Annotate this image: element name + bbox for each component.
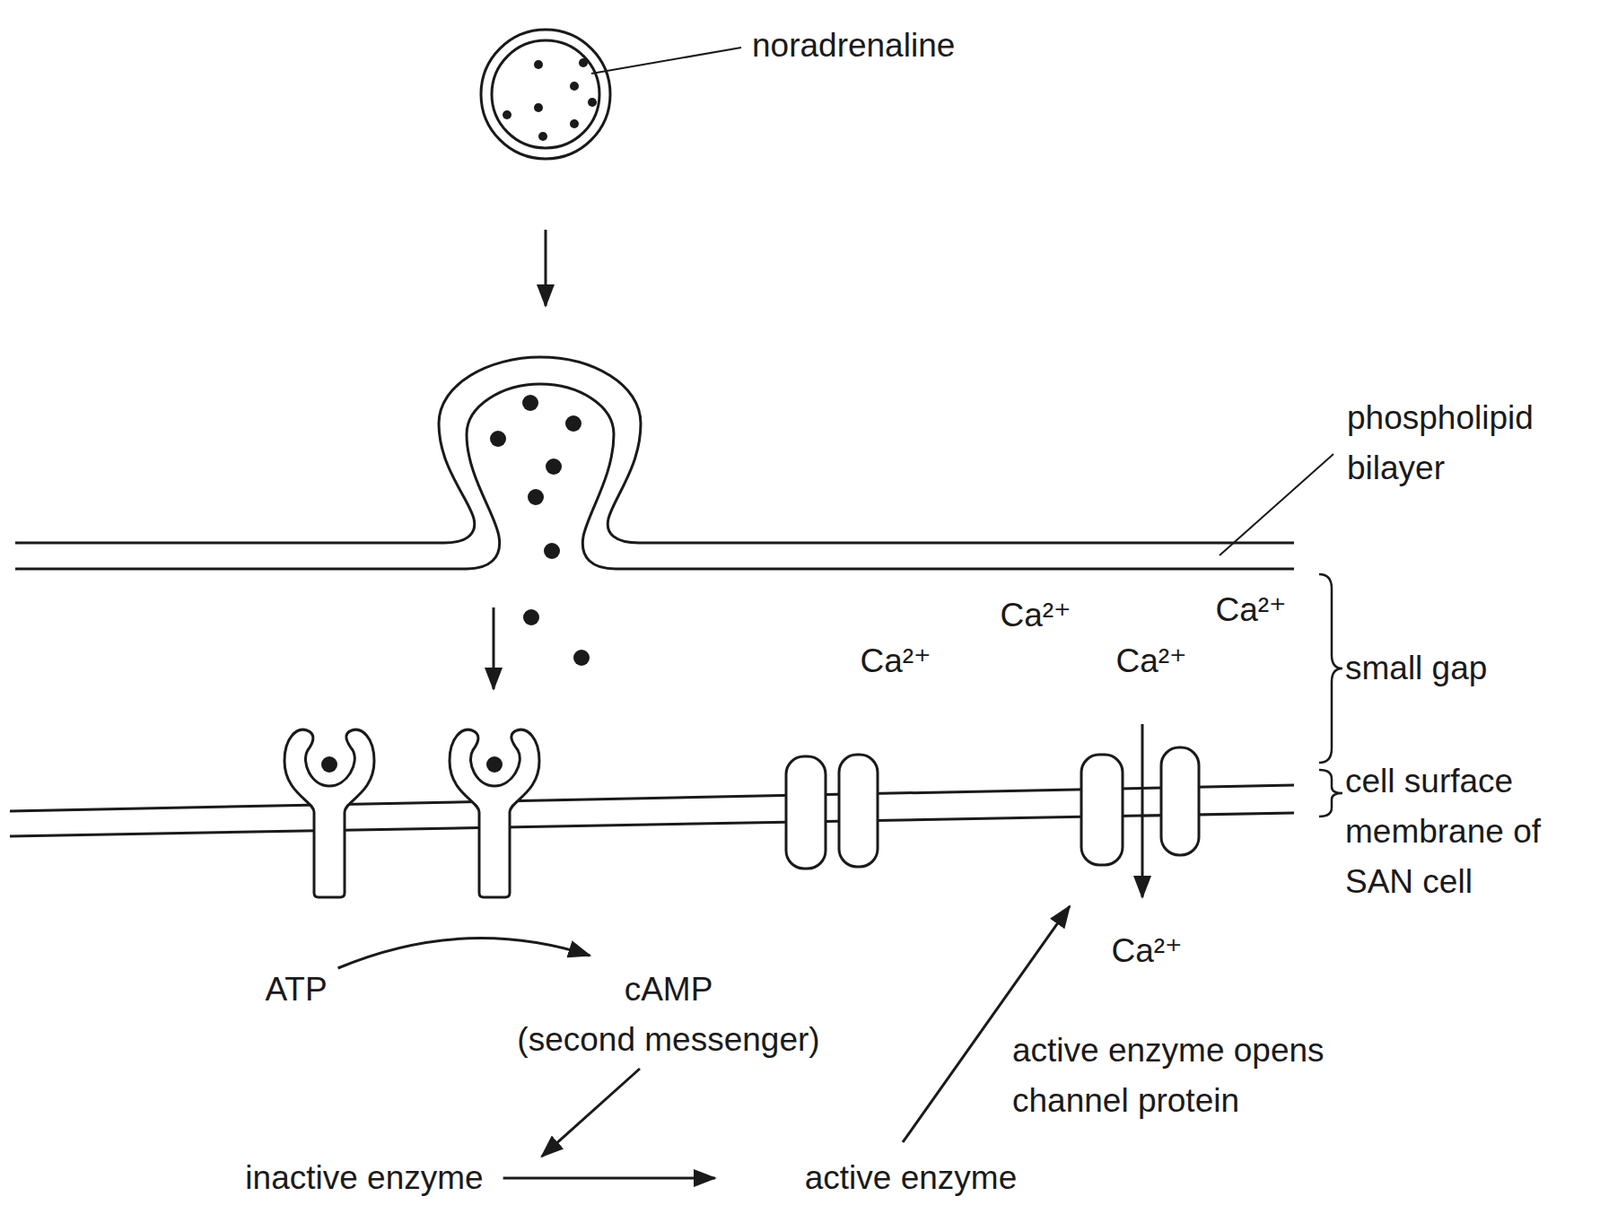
flow-arrow [503, 1177, 716, 1181]
channel-protein [786, 756, 826, 869]
label-text: small gap [1345, 643, 1487, 694]
neurotransmitter-dot [489, 430, 507, 447]
vesicle-inner [491, 40, 600, 149]
step-text: inactive enzyme [244, 1153, 483, 1204]
neurotransmitter-dot [573, 649, 590, 666]
neurotransmitter-dot [587, 97, 597, 107]
flow-arrow [492, 607, 496, 690]
flow-step: active enzyme [804, 1153, 1018, 1204]
neurotransmitter-dot [533, 60, 543, 70]
step-text: active enzyme [804, 1153, 1018, 1204]
membrane-outer-leaflet [15, 357, 1294, 543]
label-text: active enzyme opens channel protein [1012, 1025, 1417, 1127]
flow-step: cAMP(second messenger) [516, 964, 820, 1066]
label-text: cell surface membrane of SAN cell [1345, 756, 1570, 908]
step-text: ATP [264, 964, 327, 1015]
vesicle-outer [480, 29, 611, 159]
label-text: Ca²⁺ [1110, 926, 1182, 977]
neurotransmitter-dot [543, 542, 560, 560]
neurotransmitter-dot [533, 103, 543, 113]
neurotransmitter-dot [527, 489, 544, 506]
neurotransmitter-dot [523, 609, 540, 626]
flow-arrow [544, 229, 548, 307]
bound-neurotransmitter [486, 756, 503, 773]
brace [1319, 769, 1343, 817]
channel-protein [1161, 747, 1199, 856]
neurotransmitter-dot [545, 458, 562, 475]
label-text: Ca²⁺ [999, 590, 1071, 641]
label-text: noradrenaline [751, 20, 955, 71]
label-text: Ca²⁺ [1115, 636, 1187, 687]
flow-arrow [542, 1068, 640, 1157]
neurotransmitter-dot [522, 394, 539, 411]
neurotransmitter-dot [538, 131, 548, 141]
flow-arrow [338, 938, 591, 969]
flow-step: inactive enzyme [244, 1153, 483, 1204]
step-text: cAMP [516, 964, 820, 1015]
channel-protein [839, 754, 878, 867]
label-text: Ca²⁺ [859, 636, 931, 687]
receptor-protein [284, 729, 375, 898]
label-text: Ca²⁺ [1215, 585, 1286, 636]
neurotransmitter-dot [578, 58, 588, 68]
step-text: (second messenger) [516, 1014, 820, 1066]
neurotransmitter-dot [502, 110, 512, 120]
neurotransmitter-dot [569, 119, 579, 129]
neurotransmitter-dot [569, 81, 579, 91]
receptor-protein [449, 729, 540, 898]
flow-step: ATP [264, 964, 327, 1015]
leader-line [591, 47, 742, 74]
neurotransmitter-dot [565, 415, 582, 432]
bound-neurotransmitter [321, 756, 338, 773]
leader-line [1219, 454, 1334, 556]
channel-protein [1081, 754, 1123, 866]
brace [1319, 574, 1343, 763]
membrane-inner-leaflet [15, 384, 1294, 569]
flow-arrow [1141, 724, 1145, 898]
label-text: phospholipid bilayer [1346, 393, 1572, 494]
